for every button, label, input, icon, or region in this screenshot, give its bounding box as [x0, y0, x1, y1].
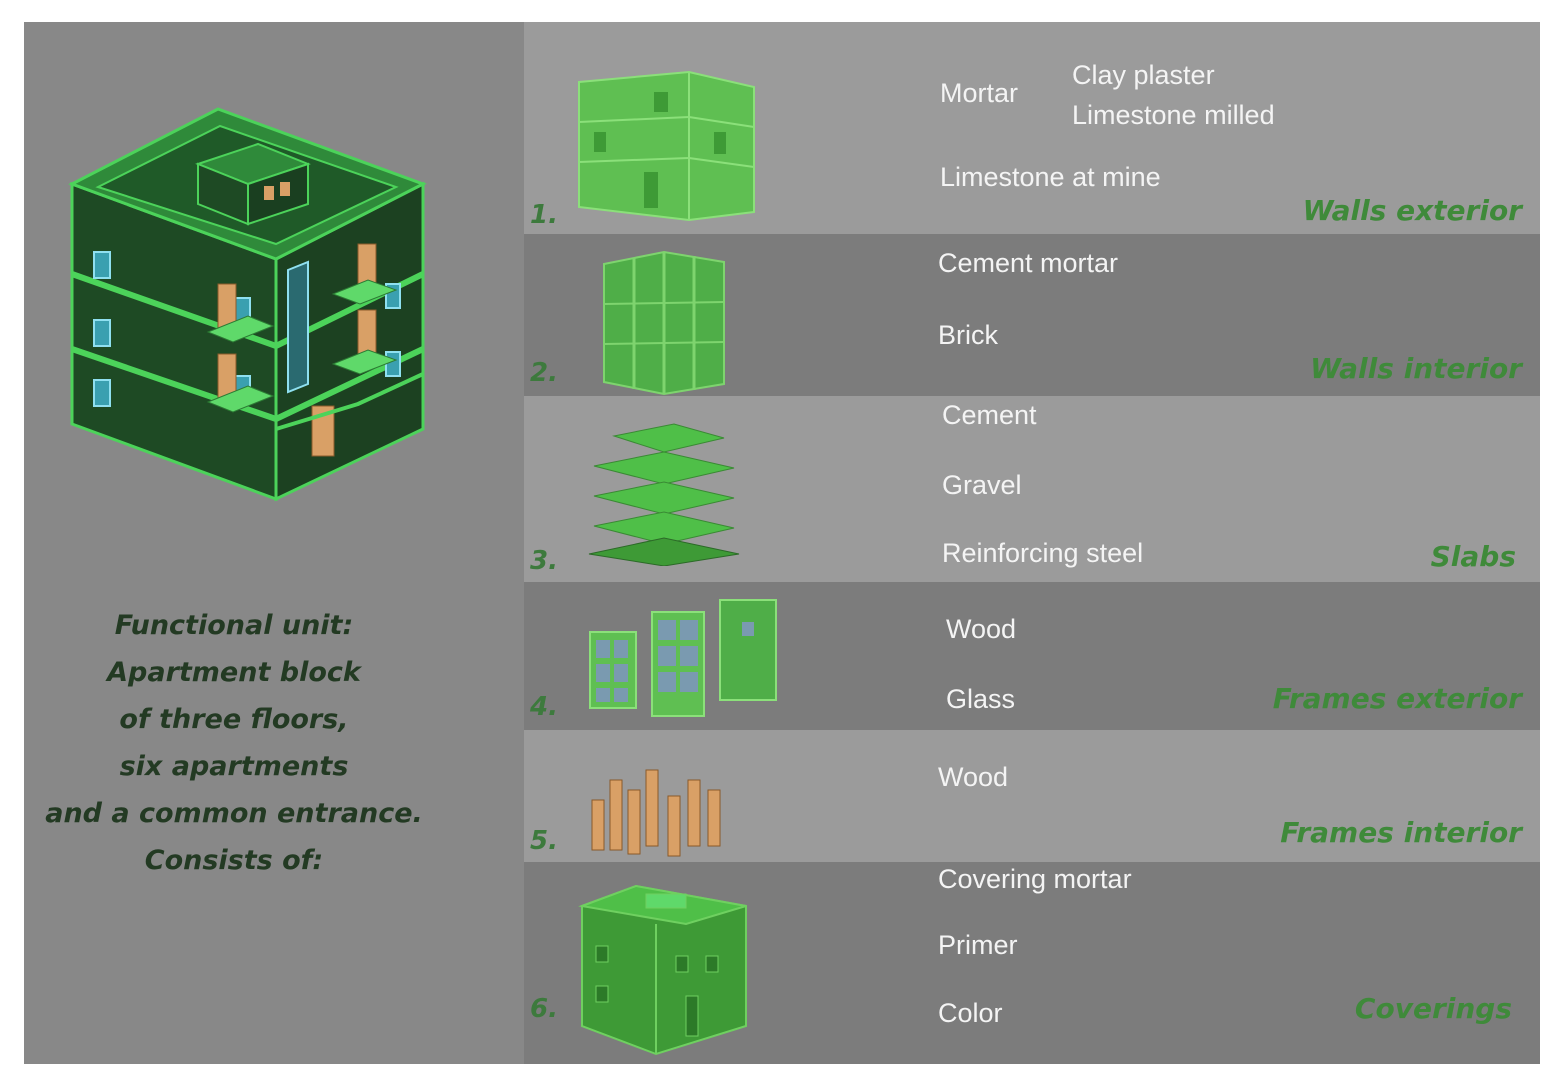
component-category: Frames exterior: [1272, 682, 1522, 715]
fu-line: of three floors,: [119, 704, 349, 735]
material-label: Limestone milled: [1072, 100, 1275, 130]
material-label: Primer: [938, 930, 1018, 960]
functional-unit-panel: Functional unit: Apartment block of thre…: [24, 22, 524, 1064]
component-row-walls-exterior: 1. Mortar Clay plaster Limestone milled …: [524, 22, 1540, 234]
diagram-frame: Functional unit: Apartment block of thre…: [24, 22, 1540, 1064]
material-label: Cement: [942, 400, 1037, 430]
component-category: Walls interior: [1310, 352, 1522, 385]
component-row-slabs: 3. Cement Gravel Reinforcing steel Slabs: [524, 396, 1540, 582]
component-category: Slabs: [1430, 540, 1516, 573]
fu-line: Functional unit:: [114, 610, 354, 641]
fu-line: Consists of:: [144, 845, 324, 876]
interior-walls-icon: [603, 250, 725, 396]
material-label: Reinforcing steel: [942, 538, 1144, 568]
component-row-coverings: 6. Covering mortar Primer Color Covering…: [524, 862, 1540, 1064]
component-number: 2.: [530, 358, 558, 388]
component-category: Coverings: [1354, 992, 1512, 1025]
component-number: 1.: [530, 200, 558, 230]
fu-line: and a common entrance.: [45, 798, 423, 829]
material-label: Mortar: [940, 78, 1019, 108]
material-label: Glass: [946, 684, 1016, 714]
material-label: Gravel: [942, 470, 1022, 500]
interior-frames-icon: [591, 769, 721, 857]
material-label: Brick: [938, 320, 998, 350]
component-number: 6.: [530, 994, 558, 1024]
component-number: 3.: [530, 546, 558, 576]
material-label: Color: [938, 998, 1003, 1028]
component-row-walls-interior: 2. Cement mortar Brick Walls interior: [524, 234, 1540, 396]
component-number: 5.: [530, 826, 558, 856]
exterior-walls-icon: [578, 70, 755, 222]
component-row-frames-interior: 5. Wood Frames interior: [524, 730, 1540, 862]
material-label: Limestone at mine: [940, 162, 1161, 192]
material-label: Clay plaster: [1072, 60, 1215, 90]
building-model-icon: [68, 107, 427, 502]
material-label: Wood: [938, 762, 1009, 792]
functional-unit-description: Functional unit: Apartment block of thre…: [24, 602, 444, 884]
exterior-frames-icon: [589, 599, 777, 717]
component-row-frames-exterior: 4. Wood Glass Frames exterior: [524, 582, 1540, 730]
coverings-icon: [578, 884, 747, 1056]
component-number: 4.: [530, 692, 558, 722]
material-label: Cement mortar: [938, 248, 1119, 278]
fu-line: six apartments: [119, 751, 349, 782]
fu-line: Apartment block: [107, 657, 361, 688]
slabs-icon: [588, 423, 740, 566]
component-category: Walls exterior: [1302, 194, 1522, 227]
component-category: Frames interior: [1280, 816, 1522, 849]
material-label: Wood: [946, 614, 1017, 644]
material-label: Covering mortar: [938, 864, 1132, 894]
